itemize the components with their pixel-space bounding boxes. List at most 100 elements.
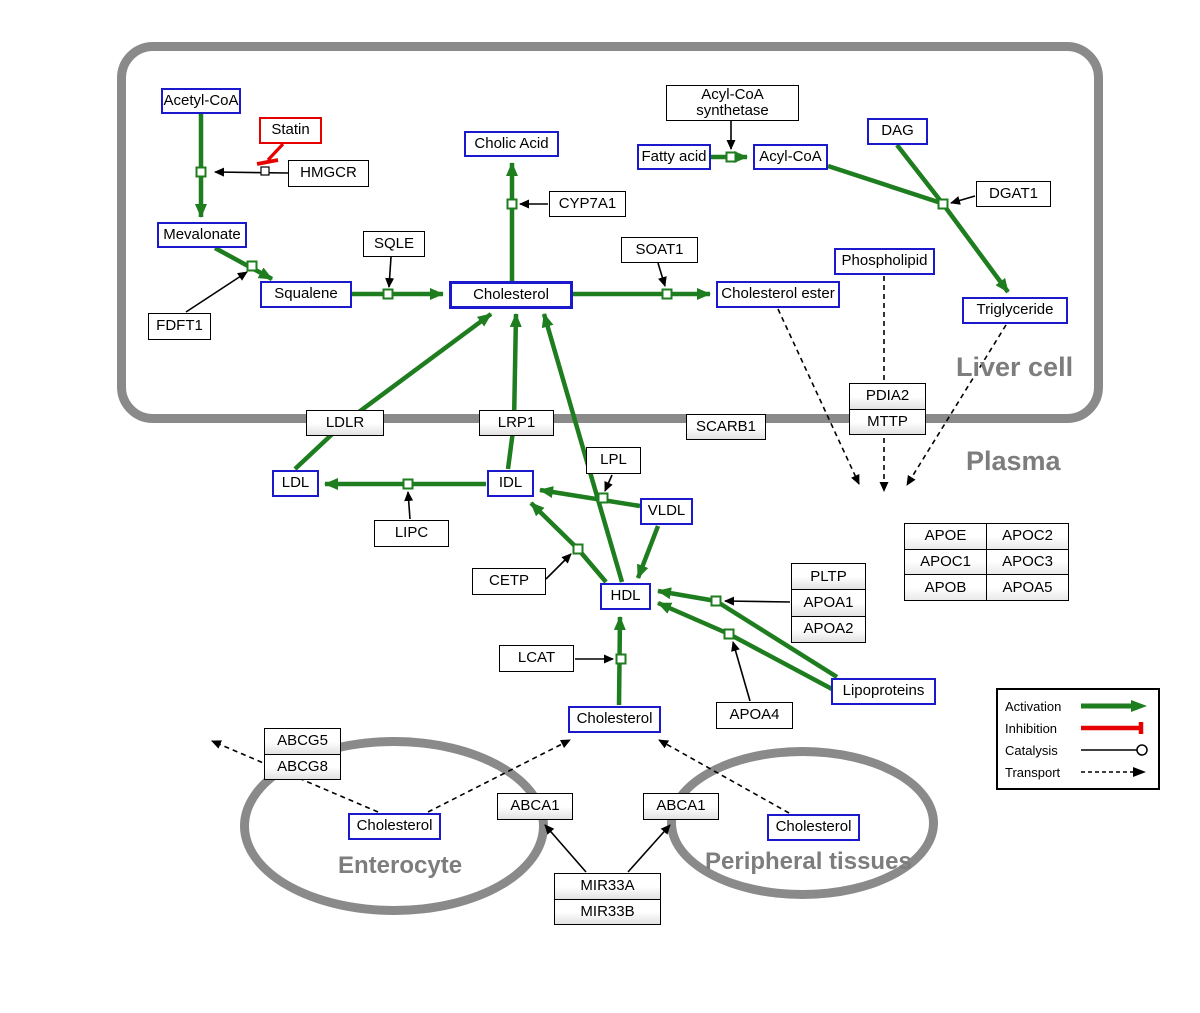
node-sqle[interactable]: SQLE — [363, 231, 425, 257]
mir33-stack: MIR33A MIR33B — [554, 873, 661, 925]
reaction-anchors — [195, 151, 949, 665]
node-abcg8[interactable]: ABCG8 — [264, 754, 341, 780]
node-ldlr[interactable]: LDLR — [306, 410, 384, 436]
transport-triglyceride-plasma — [906, 324, 1007, 486]
edge-idl-cholesterol — [505, 313, 522, 470]
node-apoc2[interactable]: APOC2 — [986, 523, 1068, 549]
node-abca1-peripheral[interactable]: ABCA1 — [643, 793, 719, 820]
node-mir33b[interactable]: MIR33B — [554, 899, 661, 925]
peripheral-tissues-label: Peripheral tissues — [705, 848, 912, 875]
catalysis-fdft1 — [185, 271, 248, 313]
node-lipoproteins[interactable]: Lipoproteins — [831, 678, 936, 705]
node-cholesterol-liver[interactable]: Cholesterol — [449, 281, 573, 309]
apolipoprotein-table: APOE APOC2 APOC1 APOC3 APOB APOA5 — [904, 523, 1069, 601]
catalysis-circle-icon — [1081, 744, 1148, 756]
enterocyte-label: Enterocyte — [338, 852, 463, 879]
inhibition-statin — [256, 142, 285, 166]
edge-vldl-idl — [539, 486, 641, 509]
node-dgat1[interactable]: DGAT1 — [976, 181, 1051, 207]
enterocyte-membrane — [240, 737, 548, 915]
catalysis-pltp-apoa1-apoa2 — [724, 596, 791, 606]
node-cholic-acid[interactable]: Cholic Acid — [464, 131, 559, 157]
node-dag[interactable]: DAG — [867, 118, 928, 145]
peripheral-tissues-membrane — [667, 747, 938, 899]
legend-row-inhibition: Inhibition — [1005, 717, 1151, 739]
transport-cholesterol-peripheral-plasma — [658, 739, 790, 814]
catalysis-hmgcr — [214, 167, 289, 177]
inhibition-tbar-icon — [1081, 722, 1144, 734]
node-apob[interactable]: APOB — [904, 574, 986, 600]
node-statin[interactable]: Statin — [259, 117, 322, 144]
liver-cell-membrane — [117, 42, 1103, 423]
node-lrp1[interactable]: LRP1 — [479, 410, 554, 436]
catalysis-apoa4 — [731, 641, 751, 702]
edge-vldl-hdl — [635, 525, 661, 579]
edge-mevalonate-squalene — [213, 246, 274, 281]
legend-row-catalysis: Catalysis — [1005, 739, 1151, 761]
statin-anchor — [260, 166, 270, 176]
node-cholesterol-peripheral[interactable]: Cholesterol — [767, 814, 860, 841]
catalysis-dgat1 — [950, 195, 976, 205]
node-acyl-coa-synthetase[interactable]: Acyl-CoA synthetase — [666, 85, 799, 121]
node-hdl[interactable]: HDL — [600, 583, 651, 610]
legend-catalysis-label: Catalysis — [1005, 742, 1058, 758]
node-pdia2[interactable]: PDIA2 — [849, 383, 926, 410]
node-idl[interactable]: IDL — [487, 470, 534, 497]
node-cetp[interactable]: CETP — [472, 568, 546, 595]
node-apoa1[interactable]: APOA1 — [791, 590, 866, 617]
edge-hdl-cholesterol — [541, 313, 625, 583]
node-cholesterol-enterocyte[interactable]: Cholesterol — [348, 813, 441, 840]
catalysis-soat1 — [657, 262, 667, 287]
abcg-stack: ABCG5 ABCG8 — [264, 728, 341, 780]
node-lipc[interactable]: LIPC — [374, 520, 449, 547]
node-lpl[interactable]: LPL — [586, 447, 641, 474]
pdia2-mttp-stack: PDIA2 MTTP — [849, 383, 926, 435]
node-lcat[interactable]: LCAT — [499, 645, 574, 672]
legend-activation-label: Activation — [1005, 698, 1062, 714]
activation-arrow-icon — [1081, 700, 1147, 712]
node-mevalonate[interactable]: Mevalonate — [157, 222, 247, 248]
node-squalene[interactable]: Squalene — [260, 281, 352, 308]
node-abca1-enterocyte[interactable]: ABCA1 — [497, 793, 573, 820]
arrow-mir33-abca1-left — [544, 824, 587, 873]
catalysis-lpl — [604, 474, 613, 492]
legend-row-activation: Activation — [1005, 695, 1151, 717]
node-mir33a[interactable]: MIR33A — [554, 873, 661, 900]
node-fatty-acid[interactable]: Fatty acid — [637, 144, 711, 170]
node-cholesterol-plasma[interactable]: Cholesterol — [568, 706, 661, 733]
node-soat1[interactable]: SOAT1 — [621, 237, 698, 263]
arrow-mir33-abca1-right — [627, 824, 671, 873]
node-mttp[interactable]: MTTP — [849, 409, 926, 435]
edge-acylcoa-triglyceride — [827, 163, 939, 205]
catalysis-sqle — [385, 256, 395, 288]
legend: Activation Inhibition Catalysis Transpor… — [996, 688, 1160, 790]
legend-transport-label: Transport — [1005, 764, 1061, 780]
edge-ldl-cholesterol — [293, 312, 493, 471]
node-ldl[interactable]: LDL — [272, 470, 319, 497]
node-acyl-coa[interactable]: Acyl-CoA — [753, 144, 828, 170]
catalysis-cetp — [545, 553, 572, 580]
legend-row-transport: Transport — [1005, 761, 1151, 783]
transport-dashed-arrow-icon — [1081, 767, 1146, 777]
node-hmgcr[interactable]: HMGCR — [288, 160, 369, 187]
node-scarb1[interactable]: SCARB1 — [686, 414, 766, 440]
node-pltp[interactable]: PLTP — [791, 563, 866, 591]
node-apoa5[interactable]: APOA5 — [986, 574, 1068, 600]
node-apoa4[interactable]: APOA4 — [716, 702, 793, 729]
node-acetyl-coa[interactable]: Acetyl-CoA — [161, 88, 241, 114]
node-vldl[interactable]: VLDL — [640, 498, 693, 525]
node-cyp7a1[interactable]: CYP7A1 — [549, 191, 626, 217]
node-apoe[interactable]: APOE — [904, 523, 986, 549]
node-apoa2[interactable]: APOA2 — [791, 616, 866, 643]
legend-inhibition-label: Inhibition — [1005, 720, 1058, 736]
node-abcg5[interactable]: ABCG5 — [264, 728, 341, 755]
node-apoc3[interactable]: APOC3 — [986, 548, 1068, 575]
node-cholesterol-ester[interactable]: Cholesterol ester — [716, 281, 840, 308]
node-apoc1[interactable]: APOC1 — [904, 548, 986, 575]
node-phospholipid[interactable]: Phospholipid — [834, 248, 935, 275]
node-triglyceride[interactable]: Triglyceride — [962, 297, 1068, 324]
plasma-label: Plasma — [966, 446, 1061, 476]
node-fdft1[interactable]: FDFT1 — [148, 313, 211, 340]
